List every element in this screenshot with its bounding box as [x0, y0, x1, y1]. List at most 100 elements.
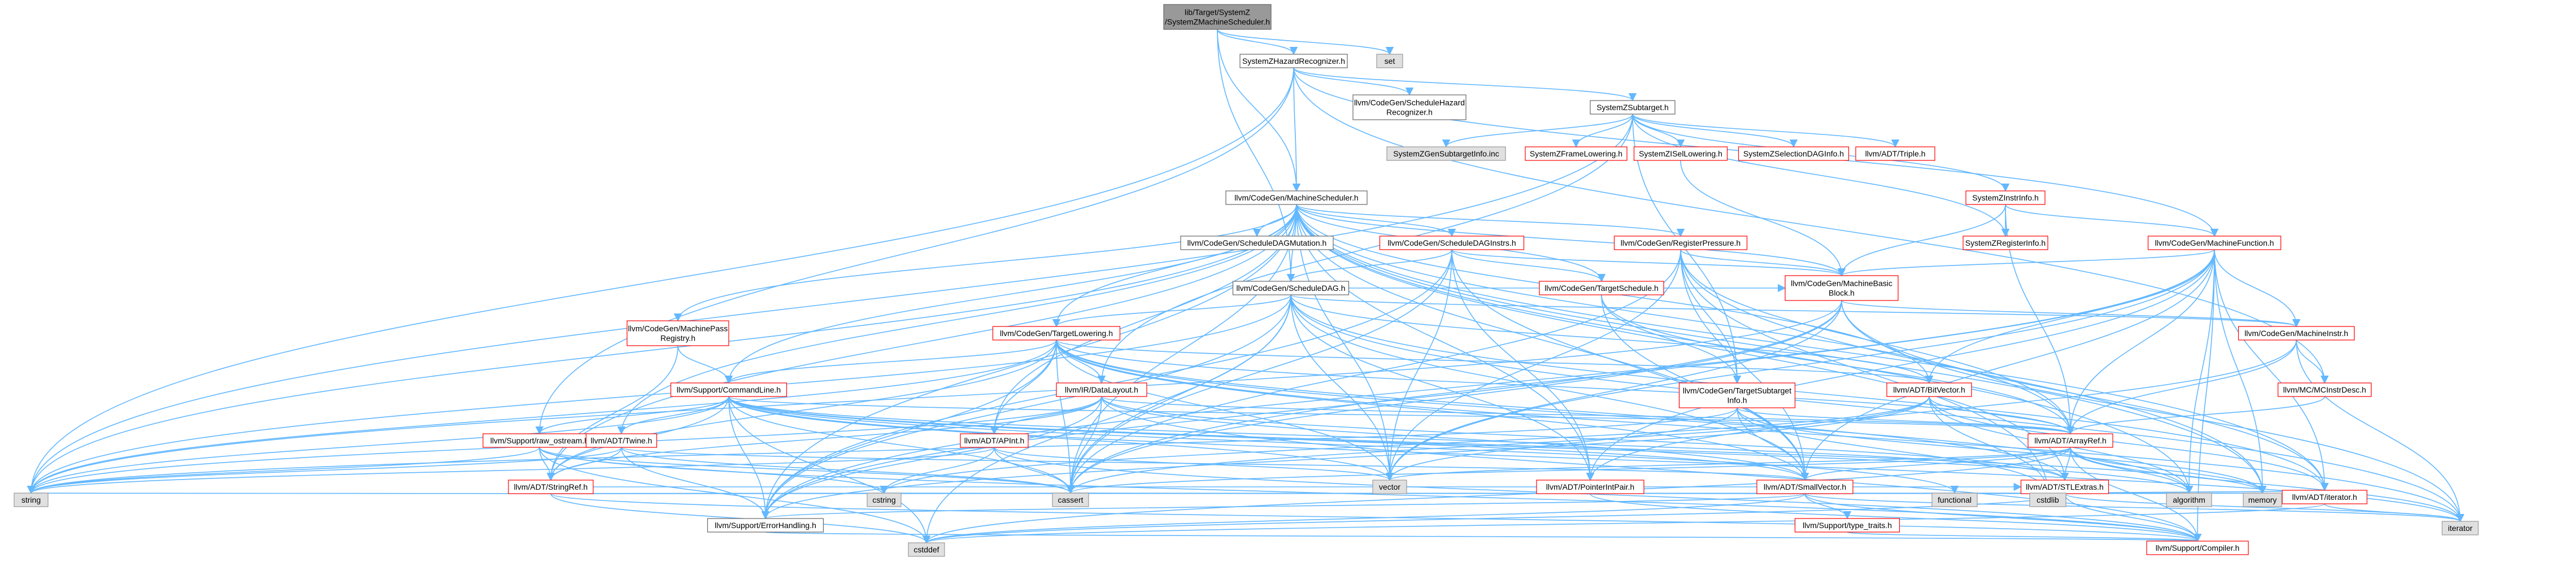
- node-errhandling[interactable]: llvm/Support/ErrorHandling.h: [707, 518, 824, 533]
- edge-arrayref-to-smallvec: [1801, 447, 2071, 481]
- node-reginfo[interactable]: SystemZRegisterInfo.h: [1963, 236, 2048, 250]
- node-cmdline[interactable]: llvm/Support/CommandLine.h: [670, 382, 787, 397]
- node-label: llvm/ADT/ArrayRef.h: [2034, 436, 2107, 445]
- node-algorithm: algorithm: [2166, 493, 2212, 507]
- node-ptrintpair[interactable]: llvm/ADT/PointerIntPair.h: [1536, 480, 1644, 494]
- edge-rawostream-to-string: [27, 447, 540, 494]
- nodes-layer: lib/Target/SystemZ/SystemZMachineSchedul…: [14, 4, 2479, 557]
- node-iterator_h[interactable]: llvm/ADT/iterator.h: [2282, 490, 2368, 504]
- node-datalayout[interactable]: llvm/IR/DataLayout.h: [1056, 382, 1147, 397]
- node-label: Block.h: [1829, 289, 1855, 298]
- edge-ptrintpair-to-compiler: [1590, 493, 2201, 542]
- node-arrayref[interactable]: llvm/ADT/ArrayRef.h: [2027, 433, 2113, 448]
- node-cassert: cassert: [1052, 493, 1089, 507]
- node-apint[interactable]: llvm/ADT/APInt.h: [960, 433, 1029, 448]
- edge-machfunc-to-iterator_h: [2214, 249, 2329, 491]
- edge-targsched-to-targsubinfo: [1601, 294, 1742, 384]
- node-box: [2243, 493, 2282, 507]
- node-subtarget[interactable]: SystemZSubtarget.h: [1590, 100, 1676, 115]
- edge-mbb-to-machinstr: [1841, 300, 2300, 328]
- node-box: [508, 480, 594, 494]
- edge-smallvec-to-iterator: [1804, 493, 2464, 522]
- node-label: llvm/CodeGen/MachineInstr.h: [2244, 329, 2348, 338]
- node-triple[interactable]: llvm/ADT/Triple.h: [1855, 146, 1935, 161]
- node-set: set: [1376, 54, 1403, 68]
- node-smallvec[interactable]: llvm/ADT/SmallVector.h: [1756, 480, 1853, 494]
- node-label: llvm/ADT/Twine.h: [591, 436, 652, 445]
- node-dagmut[interactable]: llvm/CodeGen/ScheduleDAGMutation.h: [1180, 236, 1334, 250]
- node-targsched[interactable]: llvm/CodeGen/TargetSchedule.h: [1539, 281, 1664, 295]
- edge-machsched-to-iterator_h: [1296, 204, 2329, 491]
- edge-twine-to-smallvec: [621, 447, 1809, 481]
- edge-stringref-to-cstring: [550, 493, 885, 501]
- node-label: llvm/IR/DataLayout.h: [1065, 385, 1138, 394]
- node-label: llvm/CodeGen/ScheduleDAGMutation.h: [1187, 238, 1327, 247]
- edge-cmdline-to-functional: [728, 396, 1959, 494]
- node-isellow[interactable]: SystemZISelLowering.h: [1633, 146, 1728, 161]
- edge-apint-to-cstring: [880, 447, 995, 494]
- edge-instrinfo-to-mbb: [1837, 204, 2006, 277]
- edge-stlextras-to-cstddef: [923, 493, 2065, 544]
- edge-arrayref-to-cstddef: [923, 447, 2071, 544]
- node-daginstrs[interactable]: llvm/CodeGen/ScheduleDAGInstrs.h: [1379, 236, 1525, 250]
- edge-datalayout-to-arrayref: [1101, 396, 2074, 435]
- node-scheddag[interactable]: llvm/CodeGen/ScheduleDAG.h: [1232, 281, 1350, 295]
- edge-errhandling-to-compiler: [765, 531, 2199, 542]
- node-mcinstrdesc[interactable]: llvm/MC/MCInstrDesc.h: [2277, 382, 2372, 397]
- edge-cmdline-to-algorithm: [728, 396, 2193, 494]
- node-label: llvm/CodeGen/MachineBasic: [1791, 279, 1892, 288]
- edge-stlextras-to-compiler: [2064, 493, 2202, 542]
- edge-arrayref-to-algorithm: [2070, 447, 2194, 494]
- edge-targsubinfo-to-memory: [1737, 407, 2267, 494]
- edge-apint-to-compiler: [994, 447, 2201, 542]
- edge-mbb-to-iterator: [1841, 300, 2465, 522]
- node-functional: functional: [1931, 493, 1978, 507]
- edge-targlow-to-stringref: [546, 339, 1057, 481]
- edge-subtarget-to-seldag: [1632, 114, 1798, 148]
- edge-machfunc-to-vector: [1385, 249, 2215, 481]
- edge-bitvector-to-cassert: [1067, 396, 1930, 494]
- node-compiler[interactable]: llvm/Support/Compiler.h: [2146, 541, 2249, 555]
- edge-cmdline-to-string: [27, 396, 729, 494]
- node-framelow[interactable]: SystemZFrameLowering.h: [1525, 146, 1628, 161]
- edge-rawostream-to-compiler: [539, 447, 2201, 542]
- node-label: llvm/ADT/PointerIntPair.h: [1546, 482, 1634, 491]
- node-box: [1180, 236, 1334, 250]
- node-stringref[interactable]: llvm/ADT/StringRef.h: [508, 480, 594, 494]
- node-machinstr[interactable]: llvm/CodeGen/MachineInstr.h: [2238, 326, 2355, 341]
- node-bitvector[interactable]: llvm/ADT/BitVector.h: [1886, 382, 1972, 397]
- node-box: [1376, 54, 1403, 68]
- node-machfunc[interactable]: llvm/CodeGen/MachineFunction.h: [2147, 236, 2282, 250]
- edge-targlow-to-string: [27, 339, 1057, 494]
- node-regpress[interactable]: llvm/CodeGen/RegisterPressure.h: [1613, 236, 1748, 250]
- edge-machfunc-to-errhandling: [761, 249, 2215, 520]
- edge-machinstr-to-ptrintpair: [1586, 339, 2297, 481]
- node-label: cstring: [872, 495, 895, 504]
- node-typetraits[interactable]: llvm/Support/type_traits.h: [1794, 518, 1900, 533]
- edge-twine-to-string: [27, 447, 622, 494]
- edge-machsched-to-passreg: [673, 204, 1297, 322]
- node-targlow[interactable]: llvm/CodeGen/TargetLowering.h: [992, 326, 1121, 341]
- node-stlextras[interactable]: llvm/ADT/STLExtras.h: [2020, 480, 2109, 494]
- edge-machsched-to-string: [27, 204, 1297, 494]
- node-box: [585, 433, 658, 448]
- node-box: [2277, 382, 2372, 397]
- node-vector: vector: [1372, 480, 1407, 494]
- node-instrinfo[interactable]: SystemZInstrInfo.h: [1965, 190, 2046, 205]
- edge-subtarget-to-genst: [1442, 114, 1633, 148]
- edge-passreg-to-cmdline: [677, 345, 733, 384]
- node-rawostream[interactable]: llvm/Support/raw_ostream.h: [482, 433, 597, 448]
- node-label: SystemZRegisterInfo.h: [1965, 238, 2046, 247]
- node-box: [2020, 480, 2109, 494]
- node-seldag[interactable]: SystemZSelectionDAGInfo.h: [1738, 146, 1850, 161]
- node-box: [1386, 146, 1506, 161]
- node-twine[interactable]: llvm/ADT/Twine.h: [585, 433, 658, 448]
- edge-regpress-to-cstdlib: [1680, 249, 2052, 494]
- node-hazard[interactable]: SystemZHazardRecognizer.h: [1239, 54, 1348, 68]
- edge-smallvec-to-errhandling: [762, 493, 1805, 520]
- node-machsched[interactable]: llvm/CodeGen/MachineScheduler.h: [1225, 190, 1368, 205]
